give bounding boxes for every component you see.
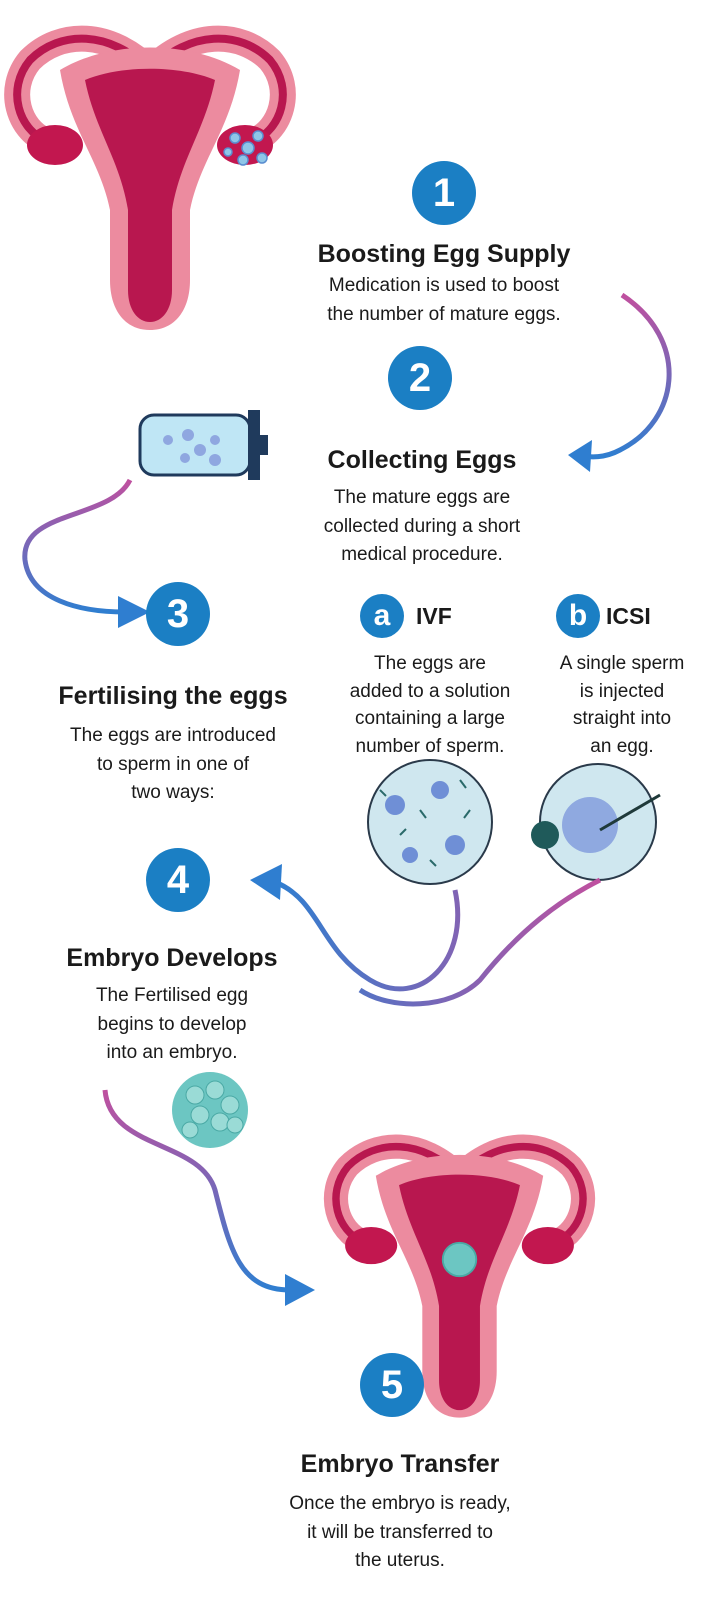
step-1-description: Medication is used to boost the number o… <box>327 275 561 325</box>
step-2-badge: 2 <box>388 346 452 410</box>
arrow-1-to-2 <box>579 292 672 460</box>
step-4-title: Embryo Develops <box>66 944 278 972</box>
step-4-description: The Fertilised egg begins to develop int… <box>95 985 249 1063</box>
method-b-description: A single sperm is injected straight into… <box>559 653 685 757</box>
method-a-badge: a <box>360 594 404 638</box>
step-2-title: Collecting Eggs <box>327 446 517 474</box>
method-a-title: IVF <box>416 603 452 629</box>
egg-collection-tube-illustration <box>138 410 268 480</box>
step-2-description: The mature eggs are collected during a s… <box>323 487 521 565</box>
arrow-2-to-3 <box>22 478 133 615</box>
step-4-badge: 4 <box>146 848 210 912</box>
uterus-illustration-bottom <box>336 1147 583 1418</box>
uterus-illustration-top <box>17 39 283 330</box>
ivf-dish-illustration <box>367 759 493 885</box>
method-b-title: ICSI <box>606 603 651 629</box>
icsi-dish-illustration <box>531 763 661 881</box>
step-1-title: Boosting Egg Supply <box>317 240 571 268</box>
step-1-badge: 1 <box>412 161 476 225</box>
step-3-badge: 3 <box>146 582 210 646</box>
step-5-title: Embryo Transfer <box>300 1450 500 1478</box>
step-5-badge: 5 <box>360 1353 424 1417</box>
method-b-badge: b <box>556 594 600 638</box>
step-5-description: Once the embryo is ready, it will be tra… <box>289 1493 511 1571</box>
embryo-illustration <box>172 1072 248 1148</box>
method-a-description: The eggs are added to a solution contain… <box>349 653 511 757</box>
step-3-description: The eggs are introduced to sperm in one … <box>70 725 276 803</box>
arrow-3-to-4 <box>274 877 602 1007</box>
arrow-4-to-5 <box>102 1089 291 1293</box>
step-3-title: Fertilising the eggs <box>58 682 288 710</box>
